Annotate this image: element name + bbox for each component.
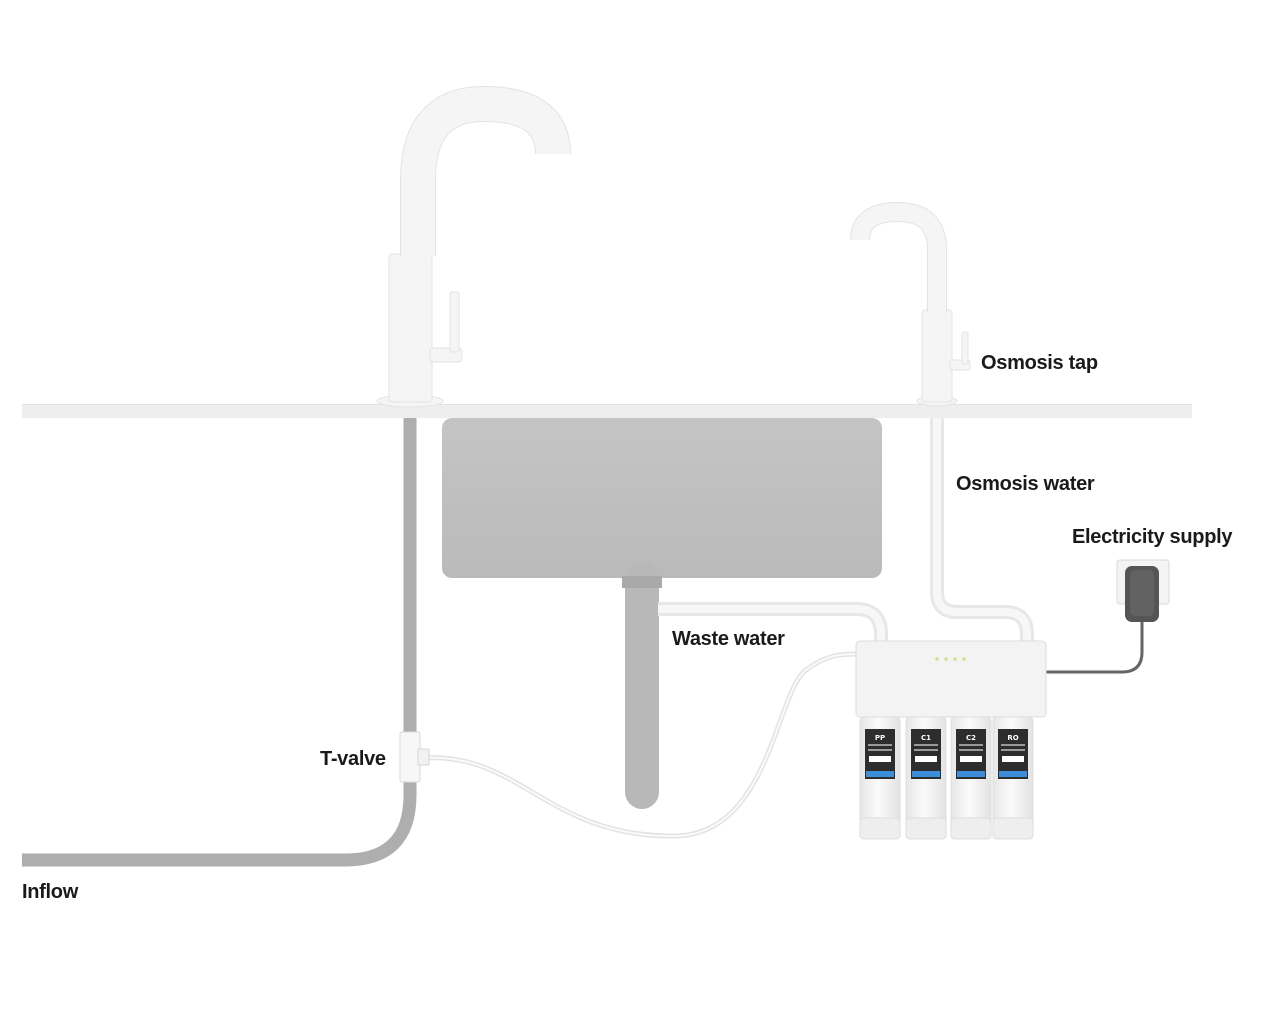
indicator-light [935,657,939,661]
filter-cartridge-ro: RO [992,716,1034,840]
indicator-light [944,657,948,661]
filter-code: PP [875,734,885,742]
label-osmosis-water: Osmosis water [956,473,1095,495]
electricity-socket [1116,559,1170,622]
filter-label-panel [865,729,895,779]
countertop [22,404,1192,418]
label-inflow: Inflow [22,881,78,903]
filter-cartridge-c1: C1 [905,716,947,840]
osmosis-tap [850,201,971,407]
filter-cartridge-c2: C2 [950,716,992,840]
filter-label-panel [998,729,1028,779]
label-waste-water: Waste water [672,628,785,650]
filter-code: C2 [966,734,976,742]
filter-label-panel [911,729,941,779]
filter-code: C1 [921,734,931,742]
filter-label-panel [956,729,986,779]
drain-collar [622,576,662,588]
power-cable [1046,622,1144,674]
label-t-valve: T-valve [320,748,386,770]
kitchen-faucet [376,85,571,408]
indicator-light [953,657,957,661]
filter-unit [855,640,1047,718]
t-valve [399,731,430,783]
filter-cartridges: PP C1 C2 RO [859,716,1034,840]
inflow-pipe [22,418,417,867]
sink-basin [442,418,882,578]
indicator-light [962,657,966,661]
filter-cartridge-pp: PP [859,716,901,840]
filter-code: RO [1007,734,1018,742]
label-electricity-supply: Electricity supply [1072,526,1233,548]
label-osmosis-tap: Osmosis tap [981,352,1098,374]
